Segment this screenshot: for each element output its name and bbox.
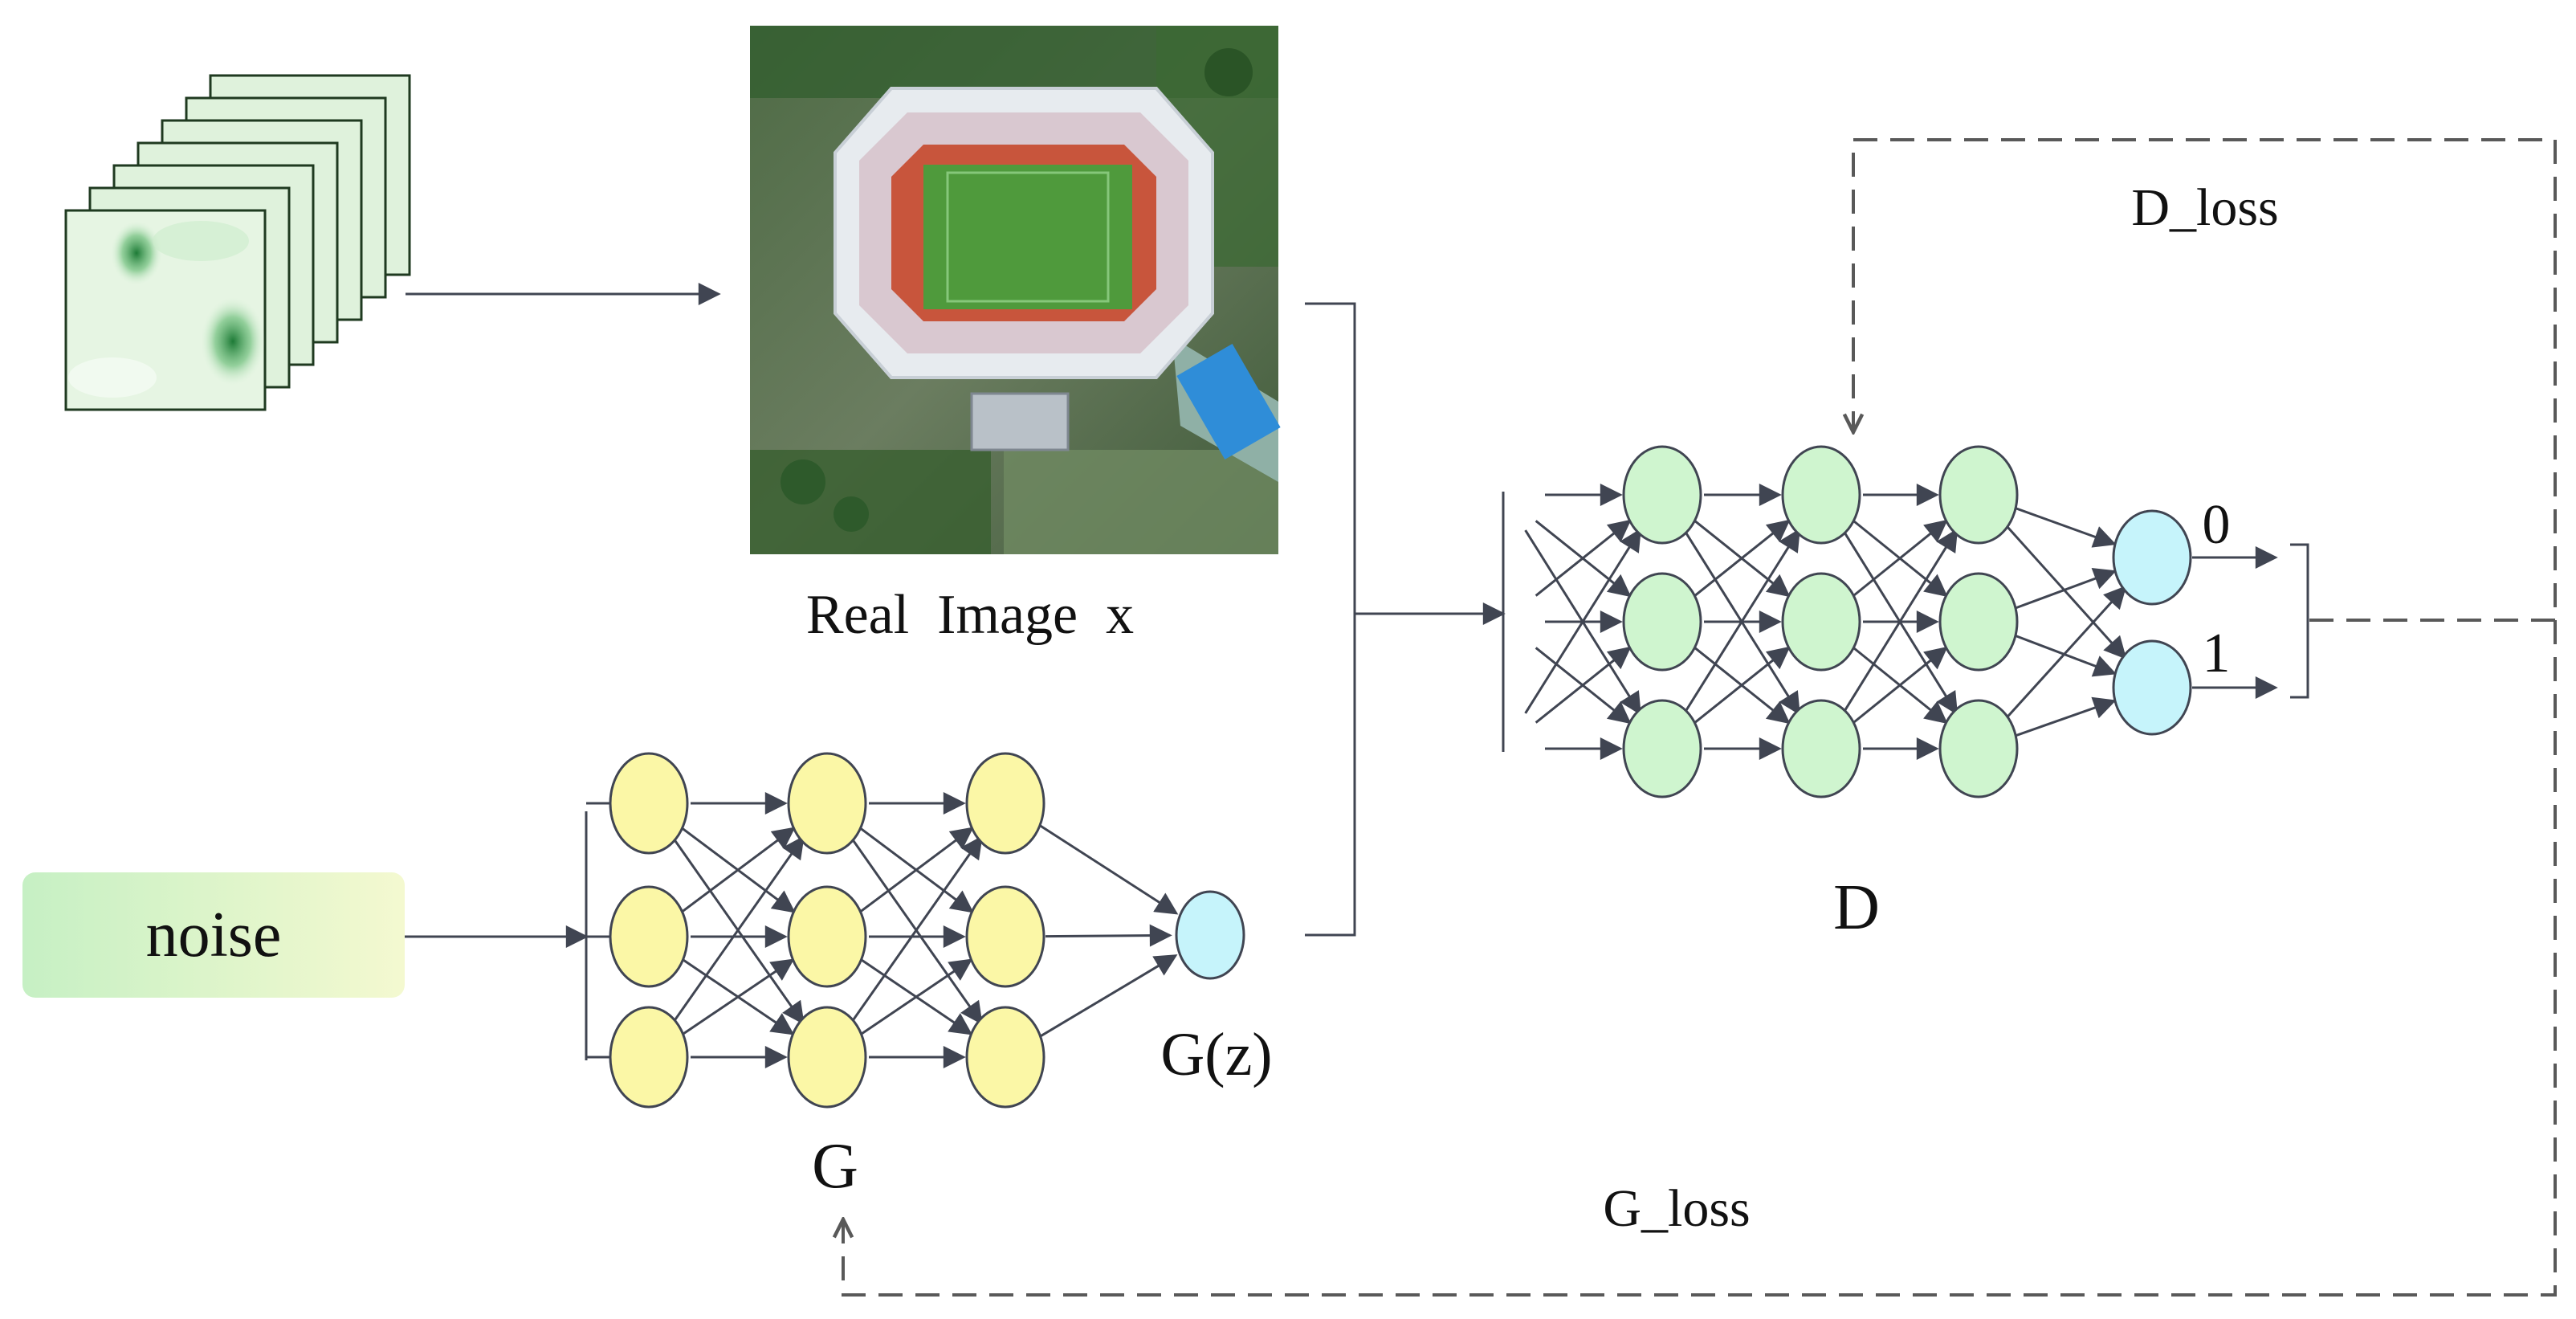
- discriminator-edge: [1853, 519, 1948, 597]
- generator-edge: [671, 835, 805, 1024]
- generator-output-edge: [1038, 823, 1179, 915]
- discriminator-edge: [1842, 528, 1958, 714]
- generator-edges: [586, 792, 1179, 1068]
- real-image-label: Real Image x: [806, 584, 1134, 646]
- discriminator-node: [1781, 445, 1861, 545]
- noise-box: [22, 872, 405, 998]
- generator-edge: [861, 958, 973, 1035]
- discriminator-node: [1622, 572, 1702, 672]
- generator-output-label: G(z): [1160, 1021, 1272, 1088]
- discriminator-input-edge: [1524, 528, 1641, 714]
- g-loss-feedback-line: [843, 620, 2557, 1297]
- generator-output-edge: [1039, 954, 1178, 1038]
- discriminator-input-edge: [1535, 519, 1632, 597]
- heatmap-front: [64, 209, 267, 411]
- discriminator-output-edge: [2004, 585, 2127, 720]
- output-one-label: 1: [2203, 623, 2231, 684]
- noise-label: noise: [146, 900, 282, 970]
- discriminator-node: [1938, 572, 2019, 672]
- discriminator-node: [1938, 445, 2019, 545]
- generator-node: [787, 1006, 867, 1109]
- discriminator-node: [1622, 445, 1702, 545]
- discriminator-label: D: [1833, 872, 1880, 943]
- generator-edge: [683, 958, 795, 1035]
- discriminator-node: [1781, 572, 1861, 672]
- generator-node: [965, 1006, 1045, 1109]
- stadium-aerial-photo: [750, 26, 1281, 554]
- d-loss-feedback-line: [1853, 138, 2557, 622]
- discriminator-output-node: [2112, 639, 2192, 736]
- generator-node: [965, 752, 1045, 855]
- discriminator-output-edge: [2016, 696, 2117, 737]
- discriminator-edge: [1694, 646, 1791, 724]
- output-zero-label: 0: [2203, 494, 2231, 556]
- generator-network: [609, 752, 1245, 1109]
- heatmap-stack-icon: [64, 74, 411, 411]
- generator-label: G: [812, 1131, 858, 1202]
- generator-node: [609, 1006, 689, 1109]
- generator-edge: [850, 835, 983, 1024]
- merge-bracket: [1305, 302, 1506, 937]
- generator-output-edge: [1045, 924, 1172, 947]
- discriminator-output-edge: [2016, 507, 2117, 548]
- discriminator-edge: [1683, 528, 1800, 714]
- discriminator-network: [1622, 445, 2192, 798]
- discriminator-node: [1938, 699, 2019, 798]
- discriminator-edge: [1694, 519, 1791, 597]
- generator-node: [609, 752, 689, 855]
- d-loss-label: D_loss: [2131, 178, 2278, 237]
- discriminator-node: [1622, 699, 1702, 798]
- discriminator-edge: [1853, 646, 1948, 724]
- discriminator-edges: [1524, 484, 2127, 760]
- g-loss-label: G_loss: [1603, 1179, 1750, 1238]
- generator-node: [787, 885, 867, 988]
- generator-edge: [681, 827, 796, 913]
- discriminator-output-edge: [2004, 524, 2127, 660]
- generator-node: [965, 885, 1045, 988]
- output-bracket: [2290, 543, 2309, 699]
- discriminator-output-node: [2112, 509, 2192, 606]
- discriminator-output-edge: [2016, 567, 2117, 610]
- generator-node: [609, 885, 689, 988]
- generator-edge: [859, 827, 974, 913]
- generator-output-node: [1175, 890, 1245, 980]
- generator-node: [787, 752, 867, 855]
- discriminator-node: [1781, 699, 1861, 798]
- discriminator-input-edge: [1535, 646, 1632, 724]
